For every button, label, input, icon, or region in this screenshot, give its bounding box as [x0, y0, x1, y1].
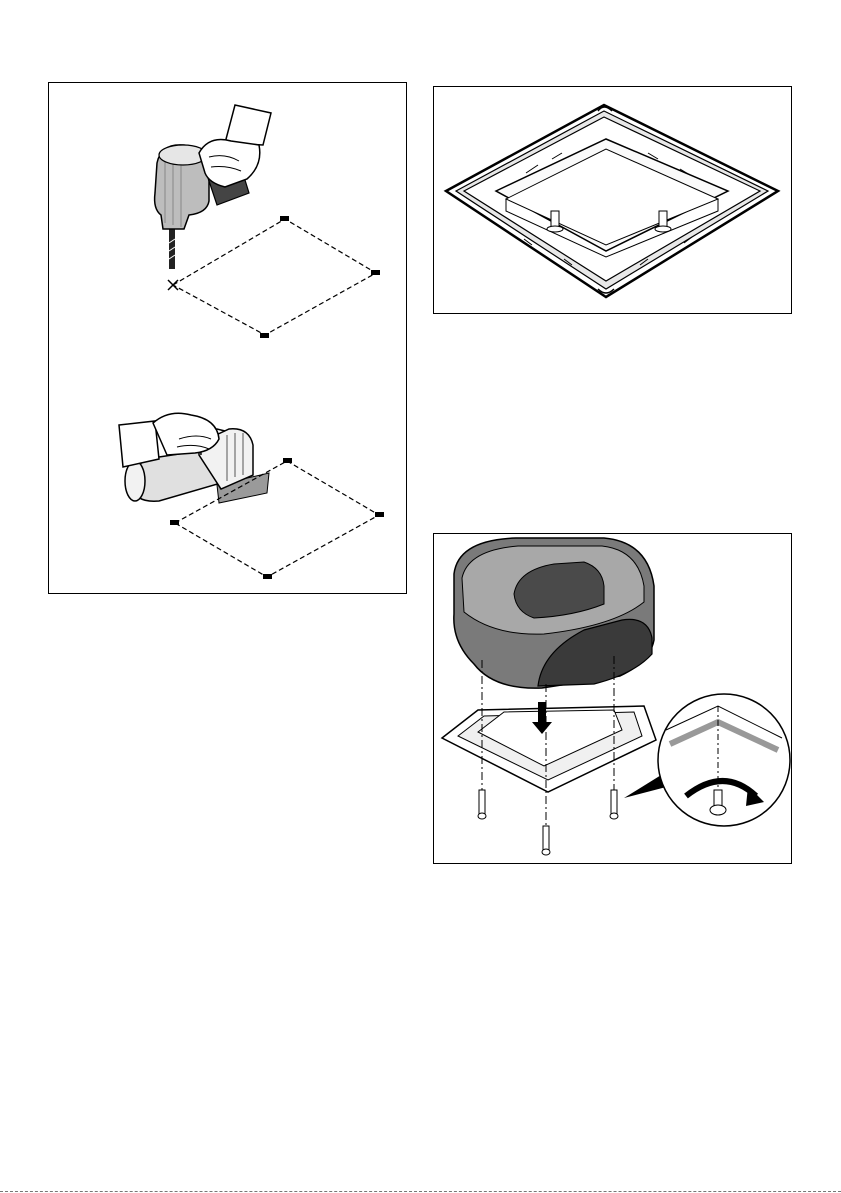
fan-mounting-illustration	[434, 534, 793, 865]
drill-outline	[173, 219, 376, 335]
frame-icon	[434, 87, 793, 315]
page-bottom-rule	[0, 1191, 841, 1192]
drill-and-cut-illustration	[49, 83, 408, 595]
figure-drill-and-cut	[48, 82, 407, 594]
screw-icon	[478, 790, 618, 855]
fan-unit-icon	[454, 538, 654, 688]
magnifier-icon	[658, 694, 790, 826]
hand-icon	[199, 105, 271, 187]
base-plate	[442, 706, 656, 792]
figure-fan-mounting	[433, 533, 792, 864]
figure-mounting-frame	[433, 86, 792, 314]
drill-marks	[168, 216, 380, 338]
